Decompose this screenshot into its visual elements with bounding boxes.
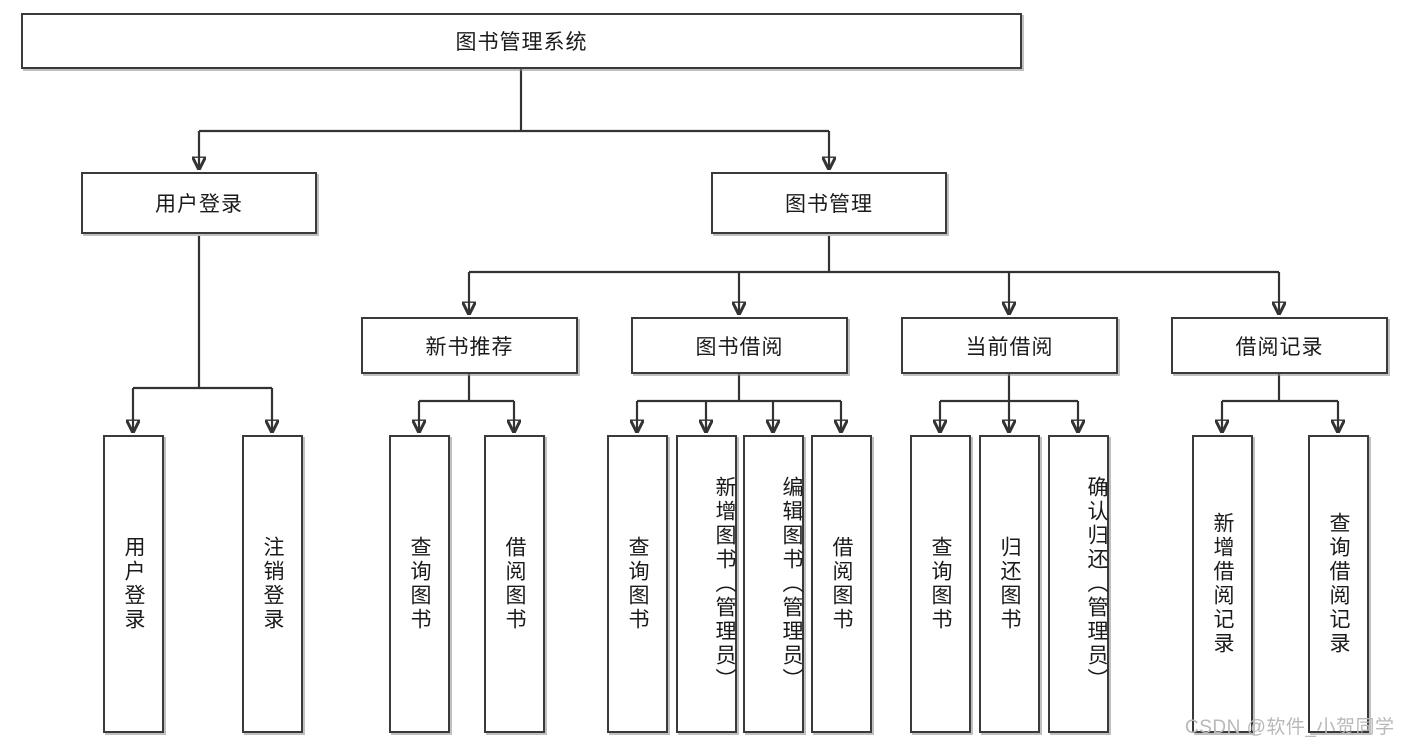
- node-label: 新书推荐: [425, 335, 514, 359]
- node-label: 借阅图书: [503, 536, 526, 632]
- node-label: 用户登录: [155, 193, 243, 216]
- node-label: 确认归还（管理员）: [1085, 476, 1108, 692]
- node-leaf-add-book[interactable]: 新增图书（管理员）: [676, 435, 737, 733]
- node-leaf-confirm-return[interactable]: 确认归还（管理员）: [1048, 435, 1109, 733]
- node-label: 用户登录: [122, 536, 145, 632]
- node-label: 新增借阅记录: [1211, 512, 1234, 656]
- node-label: 当前借阅: [965, 335, 1054, 359]
- node-leaf-return-book[interactable]: 归还图书: [979, 435, 1040, 733]
- node-leaf-edit-book[interactable]: 编辑图书（管理员）: [743, 435, 804, 733]
- node-leaf-query-book-1[interactable]: 查询图书: [389, 435, 450, 733]
- node-leaf-query-record[interactable]: 查询借阅记录: [1308, 435, 1369, 733]
- node-leaf-query-book-2[interactable]: 查询图书: [607, 435, 668, 733]
- node-leaf-logout[interactable]: 注销登录: [242, 435, 303, 733]
- node-label: 查询图书: [408, 536, 431, 632]
- node-label: 查询借阅记录: [1327, 512, 1350, 656]
- node-label: 图书管理: [785, 193, 873, 216]
- node-book-manage[interactable]: 图书管理: [711, 172, 947, 234]
- node-label: 借阅记录: [1235, 335, 1324, 359]
- node-leaf-borrow-book-1[interactable]: 借阅图书: [484, 435, 545, 733]
- node-label: 归还图书: [998, 536, 1021, 632]
- node-current-borrow[interactable]: 当前借阅: [901, 317, 1118, 374]
- node-leaf-borrow-book-2[interactable]: 借阅图书: [811, 435, 872, 733]
- node-label: 借阅图书: [830, 536, 853, 632]
- node-new-book-recommend[interactable]: 新书推荐: [361, 317, 578, 374]
- watermark: CSDN @软件_小贺同学: [1185, 717, 1395, 738]
- node-label: 注销登录: [261, 536, 284, 632]
- node-label: 图书借阅: [695, 335, 784, 359]
- node-leaf-query-book-3[interactable]: 查询图书: [910, 435, 971, 733]
- node-label: 查询图书: [626, 536, 649, 632]
- node-label: 查询图书: [929, 536, 952, 632]
- node-book-borrow[interactable]: 图书借阅: [631, 317, 848, 374]
- node-label: 编辑图书（管理员）: [780, 476, 803, 692]
- node-root-book-management-system[interactable]: 图书管理系统: [21, 13, 1022, 69]
- node-leaf-user-login[interactable]: 用户登录: [103, 435, 164, 733]
- node-user-login[interactable]: 用户登录: [81, 172, 317, 234]
- node-leaf-add-record[interactable]: 新增借阅记录: [1192, 435, 1253, 733]
- node-label: 图书管理系统: [455, 31, 588, 54]
- node-borrow-record[interactable]: 借阅记录: [1171, 317, 1388, 374]
- node-label: 新增图书（管理员）: [713, 476, 736, 692]
